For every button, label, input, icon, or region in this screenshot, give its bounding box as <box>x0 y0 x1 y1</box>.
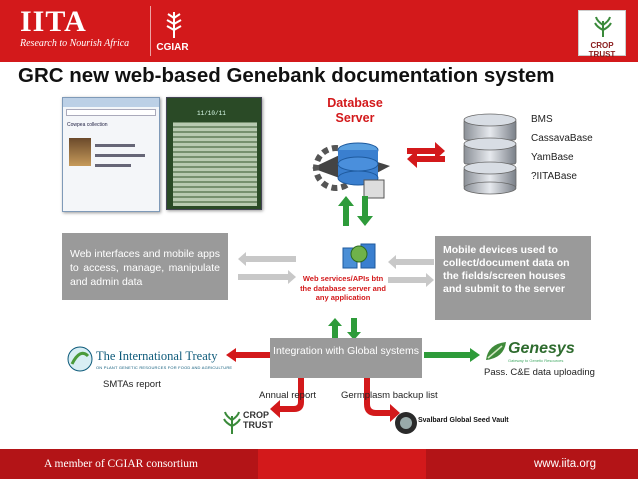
mobile-devices-box: Mobile devices used to collect/document … <box>435 236 591 320</box>
web-screenshot-heading: Cowpea collection <box>67 122 108 128</box>
footer-member-text: A member of CGIAR consortium <box>44 458 198 470</box>
database-server-icon <box>312 142 390 199</box>
footer-right-panel <box>426 449 638 479</box>
treaty-arrow-icon <box>226 348 270 362</box>
database-name: CassavaBase <box>531 133 593 144</box>
svalbard-name: Svalbard Global Seed Vault <box>418 417 509 424</box>
database-name: YamBase <box>531 152 574 163</box>
genesys-name: Genesys <box>508 340 575 357</box>
integration-box: Integration with Global systems <box>270 338 422 378</box>
genesys-subtitle: Gateway to Genetic Resources <box>508 358 564 363</box>
data-grid <box>173 122 257 206</box>
genesys-leaf-icon <box>486 342 506 360</box>
api-mobile-arrows-icon <box>388 255 434 287</box>
cgiar-logo: CGIAR <box>150 6 194 56</box>
iita-logo: IITA Research to Nourish Africa <box>20 6 148 56</box>
pass-data-label: Pass. C&E data uploading <box>484 367 595 378</box>
database-name: BMS <box>531 114 553 125</box>
seed-vault-icon <box>395 412 417 434</box>
crop-trust-plant-icon <box>594 16 612 37</box>
desktop-screenshot-date: 11/10/11 <box>197 110 226 117</box>
germplasm-arrow-icon <box>364 378 400 422</box>
database-name: ?IITABase <box>531 171 577 182</box>
annual-report-arrow-icon <box>270 378 304 418</box>
footer-left-panel <box>0 449 258 479</box>
web-interfaces-box: Web interfaces and mobile apps to access… <box>62 233 228 300</box>
treaty-subtitle: ON PLANT GENETIC RESOURCES FOR FOOD AND … <box>96 365 233 370</box>
crop-trust-logo-top-text: CROP TRUST <box>588 41 616 59</box>
database-stack-icon <box>463 113 517 195</box>
crop-trust-name: CROP TRUST <box>243 410 273 430</box>
crop-trust-plant-icon <box>223 411 241 434</box>
treaty-globe-icon <box>67 346 93 372</box>
api-integration-arrows-icon <box>328 318 361 340</box>
treaty-name: The International Treaty <box>96 349 218 363</box>
header-bar <box>0 0 638 62</box>
footer-url-link[interactable]: www.iita.org <box>534 458 596 470</box>
database-list: BMS CassavaBase YamBase ?IITABase <box>531 110 593 186</box>
crop-trust-logo-top: CROP TRUST <box>578 10 626 59</box>
genesys-arrow-icon <box>424 348 480 362</box>
iita-logo-word: IITA <box>20 5 87 38</box>
cgiar-logo-word: CGIAR <box>156 42 189 53</box>
server-api-arrows-icon <box>338 196 373 226</box>
web-interface-screenshot: Cowpea collection <box>62 97 160 212</box>
wheat-icon <box>166 12 182 38</box>
web-services-icon <box>342 243 376 269</box>
annual-report-label: Annual report <box>259 390 317 401</box>
smtas-report-label: SMTAs report <box>103 379 161 390</box>
germplasm-backup-label: Germplasm backup list <box>341 390 438 401</box>
iita-logo-tagline: Research to Nourish Africa <box>20 38 130 49</box>
database-sync-arrows-icon <box>407 142 445 168</box>
accession-photo <box>69 138 91 166</box>
web-api-arrows-icon <box>238 252 296 284</box>
web-services-label: Web services/APIs btn the database serve… <box>300 274 386 302</box>
database-server-label: Database Server <box>327 96 383 125</box>
desktop-data-screenshot: 11/10/11 <box>166 97 262 210</box>
page-title: GRC new web-based Genebank documentation… <box>18 64 555 87</box>
